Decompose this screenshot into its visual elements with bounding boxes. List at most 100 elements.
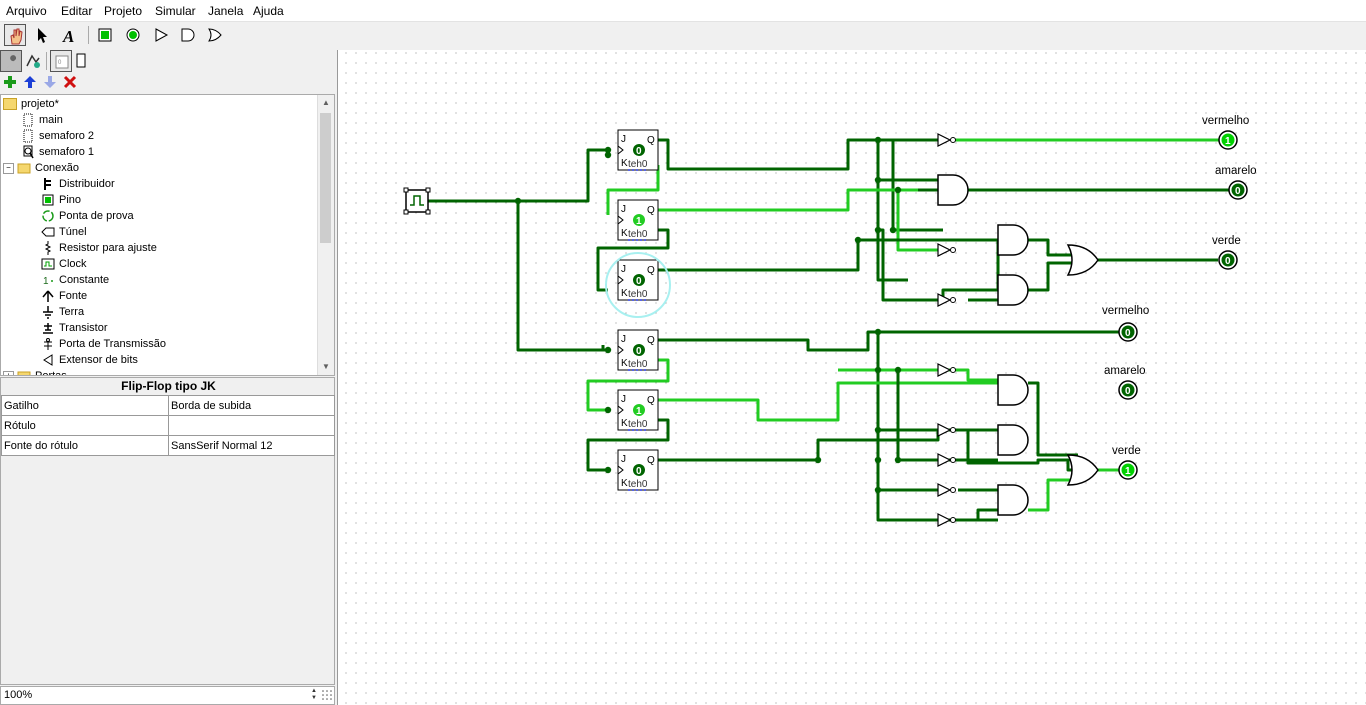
- tree-item[interactable]: Pino: [41, 192, 81, 208]
- appearance-view-button[interactable]: [70, 50, 92, 72]
- output-led-value[interactable]: 1: [1225, 136, 1231, 147]
- wire[interactable]: [1028, 478, 1078, 512]
- spinner-up-icon[interactable]: ▲: [311, 688, 317, 694]
- output-led-state[interactable]: [1121, 383, 1135, 397]
- clock-edge-icon[interactable]: [617, 465, 624, 475]
- ff-state-value[interactable]: 0: [636, 466, 642, 477]
- ff-tag-label[interactable]: teh0: [628, 479, 648, 490]
- ff-state-value[interactable]: 1: [636, 216, 642, 227]
- ff-q-label[interactable]: Q: [647, 335, 655, 346]
- ff-tag-label[interactable]: teh0: [628, 229, 648, 240]
- output-led-state[interactable]: [1121, 325, 1135, 339]
- move-down-button[interactable]: [41, 73, 59, 91]
- menu-simular[interactable]: Simular: [155, 4, 196, 18]
- not-gate[interactable]: [937, 133, 952, 147]
- not-bubble[interactable]: [950, 517, 956, 523]
- ff-j-label[interactable]: J: [621, 334, 626, 345]
- menu-arquivo[interactable]: Arquivo: [6, 4, 47, 18]
- wire[interactable]: [896, 190, 943, 252]
- wire[interactable]: [606, 165, 660, 215]
- wire-junction[interactable]: [604, 466, 612, 474]
- ff-j-label[interactable]: J: [621, 394, 626, 405]
- ff-k-label[interactable]: K: [621, 288, 628, 299]
- ff-k-label[interactable]: K: [621, 358, 628, 369]
- expand-toggle-icon[interactable]: −: [3, 162, 14, 174]
- tree-item[interactable]: Distribuidor: [41, 176, 115, 192]
- and-gate-tool-button[interactable]: [177, 24, 199, 46]
- wire[interactable]: [658, 330, 1123, 352]
- and-gate[interactable]: [997, 224, 1029, 256]
- input-pin-tool-button[interactable]: [94, 24, 116, 46]
- wire-junction[interactable]: [874, 486, 882, 494]
- tree-item[interactable]: Extensor de bits: [41, 352, 138, 368]
- ff-tag-label[interactable]: teh0: [628, 159, 648, 170]
- wire[interactable]: [876, 140, 908, 282]
- wire-junction[interactable]: [514, 197, 522, 205]
- wire-junction[interactable]: [894, 366, 902, 374]
- move-up-button[interactable]: [21, 73, 39, 91]
- wire[interactable]: [658, 138, 938, 171]
- wire-junction[interactable]: [894, 456, 902, 464]
- text-tool-button[interactable]: A: [58, 24, 80, 46]
- scroll-thumb[interactable]: [320, 113, 331, 243]
- not-gate[interactable]: [937, 293, 952, 307]
- ff-state-value[interactable]: 0: [636, 346, 642, 357]
- selection-highlight[interactable]: [605, 252, 671, 318]
- or-gate-tool-button[interactable]: [204, 24, 226, 46]
- wire-junction[interactable]: [604, 406, 612, 414]
- not-bubble[interactable]: [950, 297, 956, 303]
- ff-j-label[interactable]: J: [621, 264, 626, 275]
- add-circuit-button[interactable]: [1, 73, 19, 91]
- clock-source[interactable]: [405, 189, 429, 213]
- tree-item[interactable]: Transistor: [41, 320, 108, 336]
- tree-item[interactable]: Porta de Transmissão: [41, 336, 166, 352]
- ff-k-label[interactable]: K: [621, 418, 628, 429]
- ff-state[interactable]: [633, 344, 645, 356]
- tree-item[interactable]: Túnel: [41, 224, 87, 240]
- ff-state-value[interactable]: 0: [636, 146, 642, 157]
- circuit-diagram[interactable]: JKQteh00JKQteh01JKQteh00JKQteh00JKQteh01…: [338, 50, 1366, 705]
- selection-handle[interactable]: [425, 209, 431, 215]
- not-gate[interactable]: [937, 423, 952, 437]
- simulation-view-button[interactable]: [22, 50, 44, 72]
- zoom-value[interactable]: 100%: [4, 689, 33, 701]
- output-led-value[interactable]: 0: [1225, 256, 1231, 267]
- attr-value[interactable]: Borda de subida: [168, 395, 335, 416]
- tree-scrollbar[interactable]: ▲ ▼: [317, 95, 334, 375]
- tree-item[interactable]: Ponta de prova: [41, 208, 134, 224]
- not-gate[interactable]: [937, 483, 952, 497]
- jk-flipflop[interactable]: [617, 199, 659, 241]
- wire-junction[interactable]: [889, 226, 897, 234]
- wire[interactable]: [876, 332, 938, 522]
- tree-item[interactable]: semaforo 2: [21, 128, 94, 144]
- grid-toggle-icon[interactable]: [321, 689, 333, 701]
- ff-state-value[interactable]: 1: [636, 406, 642, 417]
- tree-item[interactable]: Clock: [41, 256, 87, 272]
- wire[interactable]: [596, 228, 670, 292]
- ff-q-label[interactable]: Q: [647, 455, 655, 466]
- wire-junction[interactable]: [874, 366, 882, 374]
- ff-q-label[interactable]: Q: [647, 395, 655, 406]
- menu-projeto[interactable]: Projeto: [104, 4, 143, 18]
- tree-item[interactable]: Terra: [41, 304, 84, 320]
- wire[interactable]: [586, 418, 670, 472]
- wire-junction[interactable]: [874, 328, 882, 336]
- wire[interactable]: [658, 188, 938, 212]
- ff-tag-label[interactable]: teh0: [628, 419, 648, 430]
- tree-item[interactable]: Fonte: [41, 288, 87, 304]
- not-bubble[interactable]: [950, 367, 956, 373]
- expand-toggle-icon[interactable]: +: [3, 370, 14, 375]
- scroll-down-arrow-icon[interactable]: ▼: [322, 362, 330, 371]
- wire-junction[interactable]: [874, 456, 882, 464]
- menu-ajuda[interactable]: Ajuda: [253, 4, 284, 18]
- wire-junction[interactable]: [604, 346, 612, 354]
- spinner-down-icon[interactable]: ▼: [311, 695, 317, 701]
- ff-state[interactable]: [633, 144, 645, 156]
- scroll-up-arrow-icon[interactable]: ▲: [322, 98, 330, 107]
- tree-item[interactable]: semaforo 1: [21, 144, 94, 160]
- attr-value[interactable]: SansSerif Normal 12: [168, 435, 335, 456]
- wire[interactable]: [838, 368, 998, 382]
